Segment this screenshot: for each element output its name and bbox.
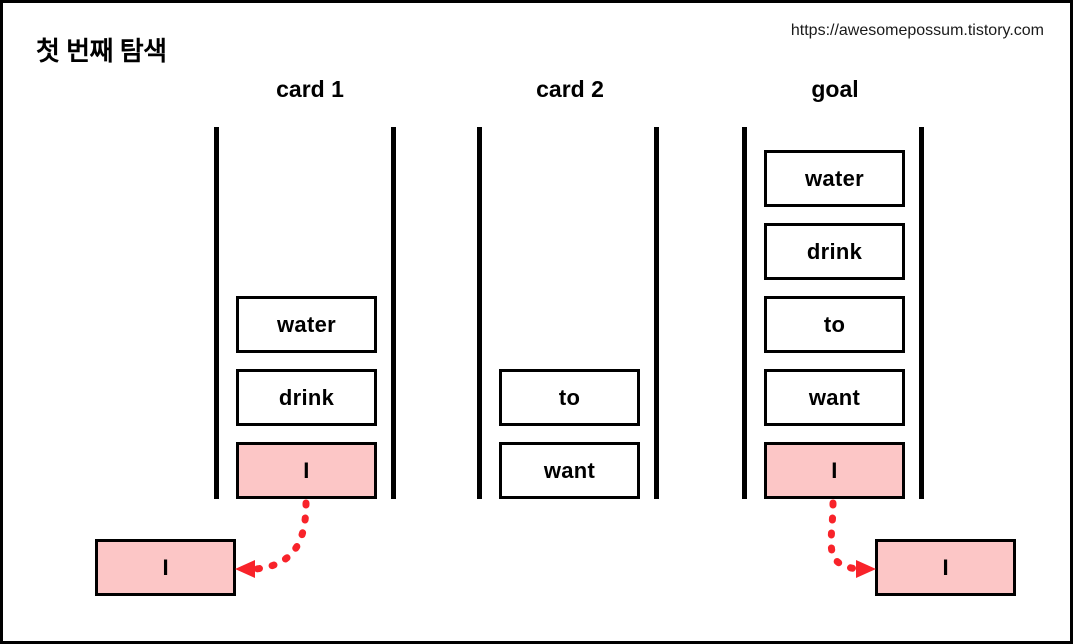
pop-arrow-goal-icon (827, 499, 876, 578)
card2-item-to[interactable]: to (499, 369, 640, 426)
goal-item-to[interactable]: to (764, 296, 905, 353)
column-label-card1: card 1 (276, 76, 344, 102)
popped-box-left[interactable]: I (95, 539, 236, 596)
stack-rail-card2-right (654, 127, 659, 499)
stack-rail-goal-left (742, 127, 747, 499)
stack-rail-card2-left (477, 127, 482, 499)
stack-rail-goal-right (919, 127, 924, 499)
card1-item-water[interactable]: water (236, 296, 377, 353)
goal-item-water[interactable]: water (764, 150, 905, 207)
card1-item-i[interactable]: I (236, 442, 377, 499)
column-label-goal: goal (811, 76, 859, 102)
stack-rail-card1-left (214, 127, 219, 499)
goal-item-drink[interactable]: drink (764, 223, 905, 280)
pop-arrow-card1-icon (235, 499, 310, 578)
stack-rail-card1-right (391, 127, 396, 499)
card1-item-drink[interactable]: drink (236, 369, 377, 426)
column-label-card2: card 2 (536, 76, 604, 102)
goal-item-i[interactable]: I (764, 442, 905, 499)
source-url: https://awesomepossum.tistory.com (790, 22, 1044, 39)
card2-item-want[interactable]: want (499, 442, 640, 499)
page-title: 첫 번째 탐색 (36, 36, 167, 66)
goal-item-want[interactable]: want (764, 369, 905, 426)
popped-box-right[interactable]: I (875, 539, 1016, 596)
